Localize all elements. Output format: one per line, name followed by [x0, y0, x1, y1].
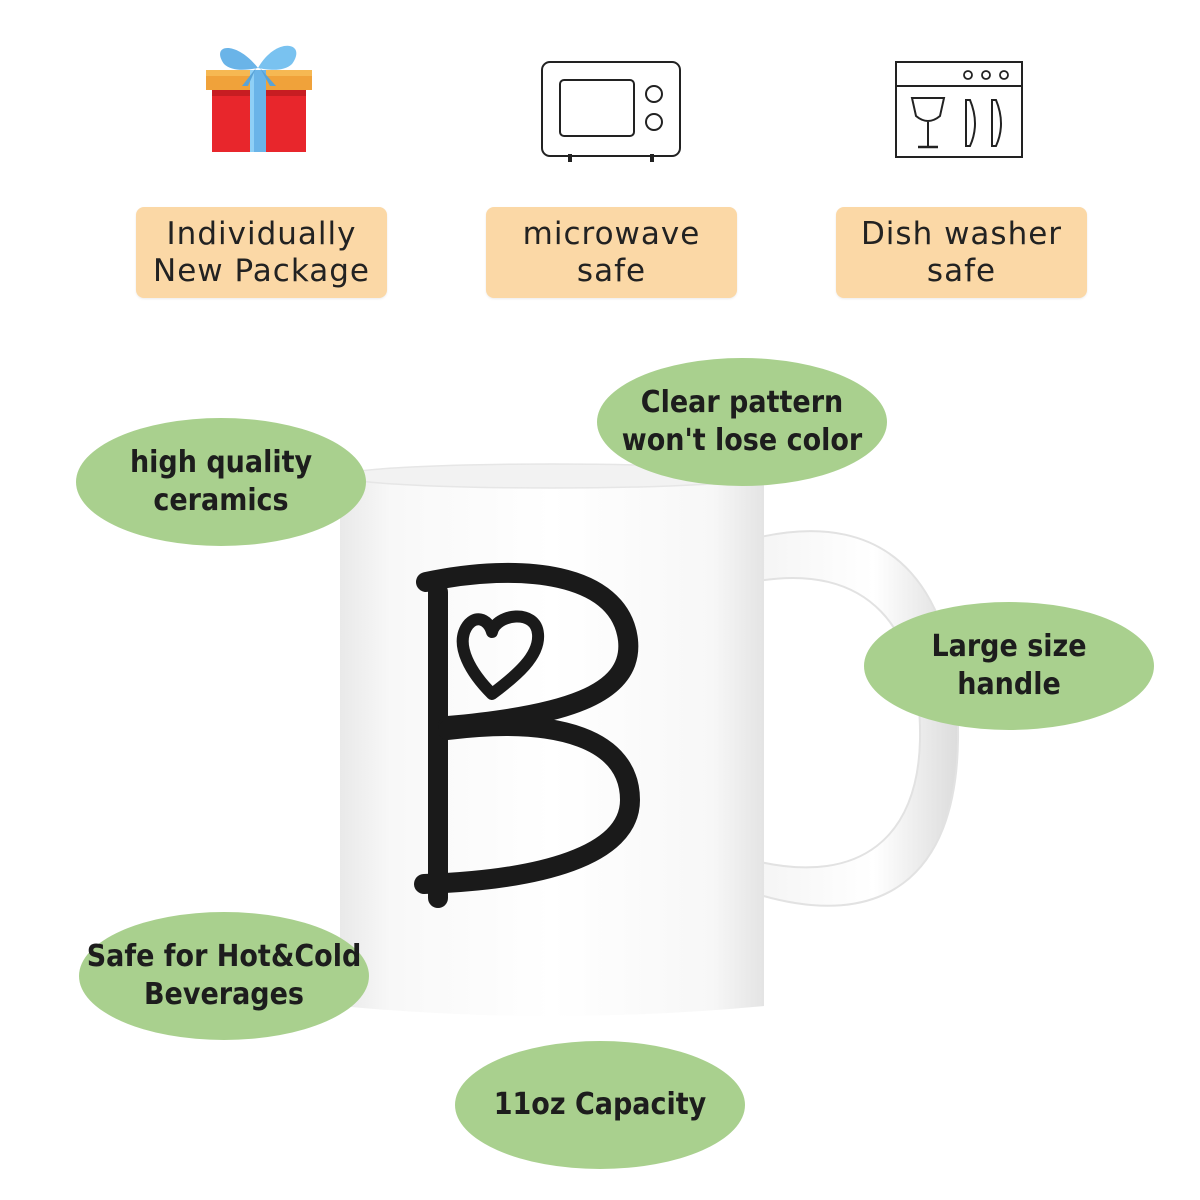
- dishwasher-icon: [895, 61, 1023, 158]
- microwave-icon: [541, 61, 681, 162]
- callout-capacity: 11oz Capacity: [455, 1041, 745, 1169]
- callout-beverages: Safe for Hot&Cold Beverages: [79, 912, 369, 1040]
- callout-handle: Large size handle: [864, 602, 1154, 730]
- gift-box-icon: [206, 45, 312, 152]
- heart-icon: [456, 610, 545, 700]
- callout-pattern: Clear pattern won't lose color: [597, 358, 887, 486]
- callout-ceramics: high quality ceramics: [76, 418, 366, 546]
- mug-letter-b: [414, 562, 640, 908]
